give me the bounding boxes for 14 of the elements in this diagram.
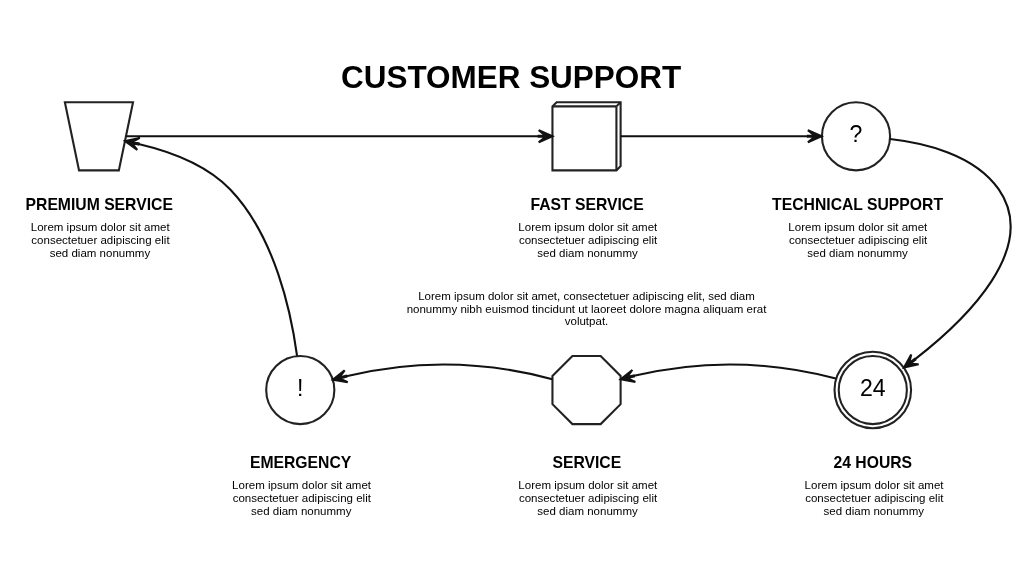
node-label: TECHNICAL SUPPORT [772,195,944,213]
node-label: Lorem ipsum dolor sit amet consectetuer adipiscing elit sed diam nonummy [232,479,372,517]
node-label: 24 HOURS [833,453,913,471]
node-label: Lorem ipsum dolor sit amet consectetuer adipiscing elit sed diam nonummy [30,221,170,259]
diagram-title: CUSTOMER SUPPORT [341,59,682,95]
node-label: Lorem ipsum dolor sit amet consectetuer adipiscing elit sed diam nonummy [518,479,658,517]
node-label: Lorem ipsum dolor sit amet consectetuer adipiscing elit sed diam nonummy [788,221,928,259]
node-label: Lorem ipsum dolor sit amet consectetuer adipiscing elit sed diam nonummy [804,479,944,517]
node-label: EMERGENCY [249,453,352,471]
node-label: SERVICE [552,453,622,471]
node-label: PREMIUM SERVICE [25,195,173,213]
label: Lorem ipsum dolor sit amet, consectetuer adipiscing elit, sed diam nonummy nibh euismod tincidunt ut laoreet dolore magna aliquam erat volutpat. [406,290,767,328]
node-label: FAST SERVICE [530,195,644,213]
node-label: Lorem ipsum dolor sit amet consectetuer adipiscing elit sed diam nonummy [518,221,658,259]
